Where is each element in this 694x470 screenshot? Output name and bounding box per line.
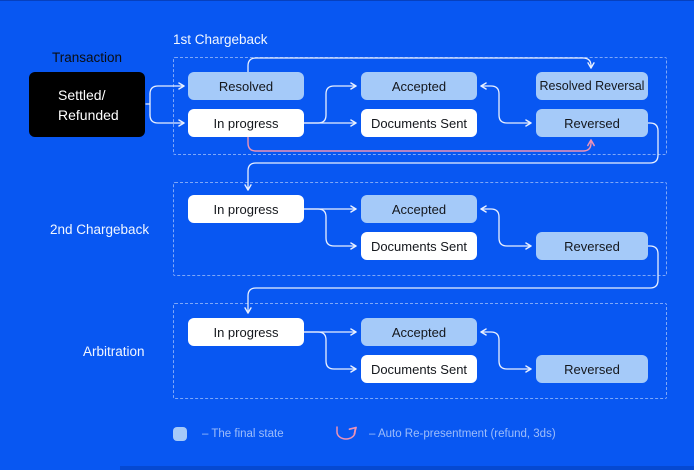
transaction-label: Transaction (51, 50, 123, 65)
state-reversed-2: Reversed (536, 232, 648, 260)
state-resolved: Resolved (188, 72, 304, 100)
section-title-2nd-chargeback: 2nd Chargeback (50, 222, 150, 237)
section-title-1st-chargeback: 1st Chargeback (173, 32, 268, 47)
state-reversed-1: Reversed (536, 109, 648, 137)
state-in-progress-2: In progress (188, 195, 304, 223)
final-state-swatch-icon (173, 427, 187, 441)
state-resolved-reversal: Resolved Reversal (536, 72, 648, 100)
arrow-settled-stem (145, 93, 151, 116)
state-accepted-1: Accepted (361, 72, 477, 100)
state-reversed-3: Reversed (536, 355, 648, 383)
state-in-progress-3: In progress (188, 318, 304, 346)
legend-final-state: – The final state (173, 427, 284, 441)
legend-auto-representment: – Auto Re-presentment (refund, 3ds) (333, 424, 556, 444)
state-settled-refunded: Settled/ Refunded (29, 72, 145, 137)
settled-line: Settled/ (58, 86, 106, 103)
state-accepted-2: Accepted (361, 195, 477, 223)
state-documents-sent-2: Documents Sent (361, 232, 477, 260)
u-turn-arrow-icon (336, 426, 357, 440)
state-accepted-3: Accepted (361, 318, 477, 346)
refunded-line: Refunded (58, 106, 119, 123)
section-title-arbitration: Arbitration (83, 344, 145, 359)
legend-auto-representment-label: – Auto Re-presentment (refund, 3ds) (369, 428, 556, 440)
legend-final-state-label: – The final state (202, 428, 284, 440)
state-in-progress-1: In progress (188, 109, 304, 137)
state-documents-sent-1: Documents Sent (361, 109, 477, 137)
top-edge-line (0, 0, 694, 1)
bottom-edge-bar (120, 466, 694, 470)
state-documents-sent-3: Documents Sent (361, 355, 477, 383)
